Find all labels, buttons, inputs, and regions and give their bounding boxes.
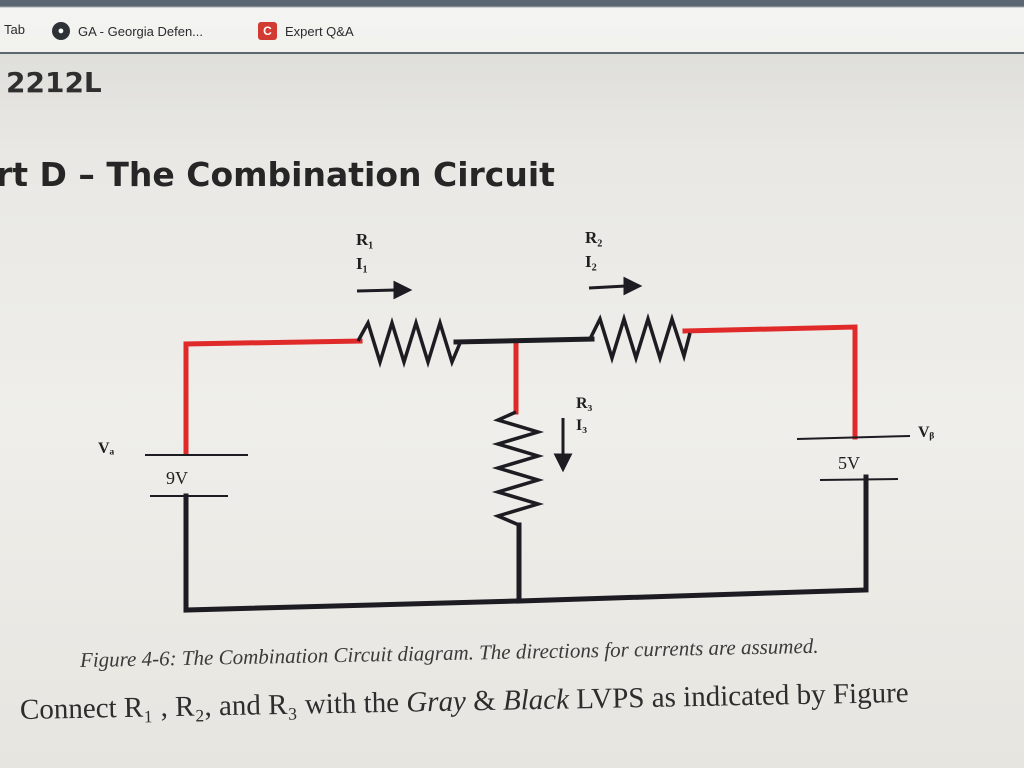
battery-5v-short-plate (819, 478, 899, 481)
instruction-black: Black (502, 683, 570, 717)
globe-icon: ● (52, 22, 70, 40)
course-code: 2212L (6, 66, 102, 99)
bookmark-expert-label: Expert Q&A (285, 23, 354, 39)
label-r1: R₁ (356, 230, 373, 249)
bookmark-tab[interactable]: Tab (4, 22, 25, 37)
label-r2: R₂ (585, 228, 602, 247)
arrow-i1-shaft (356, 288, 397, 293)
arrow-i1-head (393, 280, 413, 300)
instruction-amp: & (465, 684, 504, 718)
battery-5v-long-plate (796, 435, 911, 440)
bookmark-expert-qa[interactable]: C Expert Q&A (258, 22, 354, 40)
bookmark-tab-label: Tab (4, 22, 25, 37)
chegg-c-icon: C (258, 22, 277, 40)
bookmarks-bar: Tab ● GA - Georgia Defen... C Expert Q&A (0, 0, 1024, 54)
arrow-i2-shaft (588, 284, 627, 290)
section-title: rt D – The Combination Circuit (0, 155, 555, 194)
label-i3: I₃ (576, 417, 587, 434)
label-battery-9v: 9V (166, 468, 188, 488)
bookmark-ga-georgia[interactable]: ● GA - Georgia Defen... (52, 22, 203, 40)
label-vb: Vᵦ (918, 424, 935, 441)
arrow-i2-head (623, 276, 643, 296)
label-i2: I₂ (585, 252, 597, 271)
wire-left-bottom (183, 493, 522, 613)
wire-middle-black (453, 336, 595, 345)
label-battery-5v: 5V (838, 453, 860, 473)
wire-right-bottom (516, 474, 869, 604)
resistor-r1 (356, 317, 462, 368)
label-i1: I₁ (356, 254, 368, 273)
label-r3: R₃ (576, 395, 593, 412)
instruction-part1: Connect R₁ , R₂, and R₃ with the (19, 686, 407, 726)
wire-right-red (682, 324, 858, 440)
instruction-gray: Gray (405, 685, 467, 719)
bookmark-ga-label: GA - Georgia Defen... (78, 23, 204, 39)
wire-left-red (183, 338, 363, 456)
instruction-part2: LVPS as indicated by Figure (568, 676, 909, 716)
resistor-r2 (588, 313, 692, 364)
resistor-r3 (491, 410, 545, 527)
arrow-i3-head (553, 453, 573, 473)
label-va: Vₐ (98, 440, 115, 457)
